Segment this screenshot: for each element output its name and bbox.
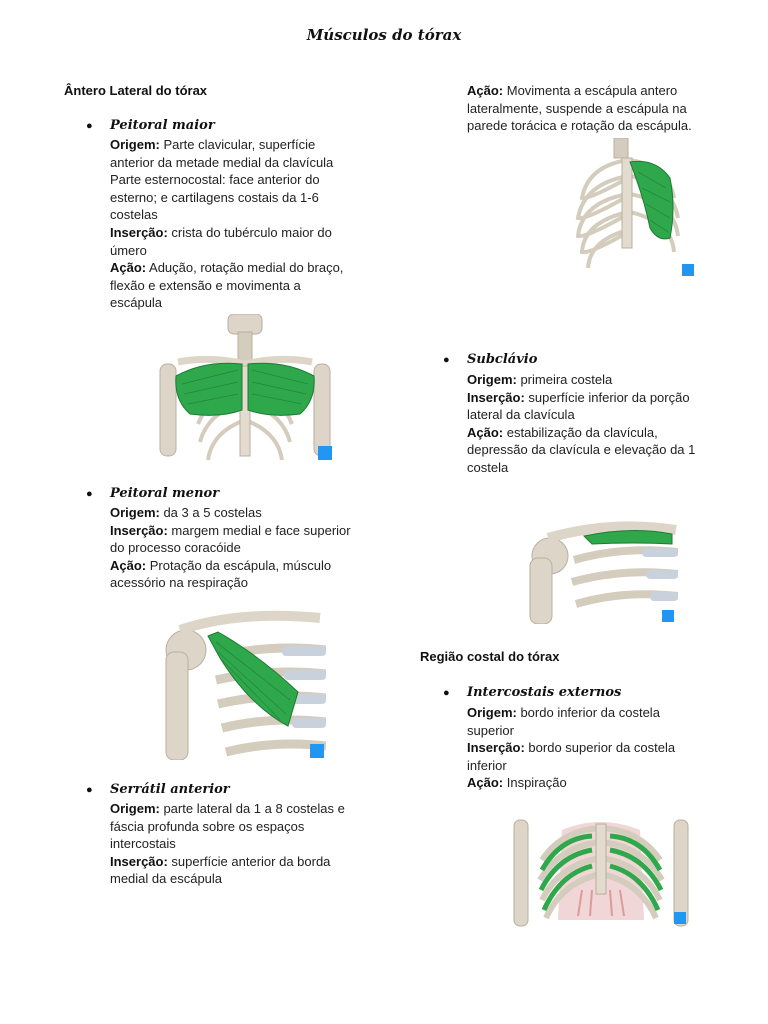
muscle-name-intercostals: Intercostais externos: [467, 685, 622, 700]
page-title: Músculos do tórax: [306, 26, 462, 44]
muscle-name-pec-minor: Peitoral menor: [110, 486, 220, 501]
subclavius-details: Origem: primeira costela Inserção: super…: [467, 372, 696, 475]
pec-minor-details: Origem: da 3 a 5 costelas Inserção: marg…: [110, 505, 351, 591]
bullet: ●: [443, 354, 450, 366]
serratus-action: Ação: Movimenta a escápula antero latera…: [467, 83, 692, 134]
bullet: ●: [443, 687, 450, 699]
bullet: ●: [86, 784, 93, 796]
serratus-illustration: [558, 138, 698, 278]
muscle-name-pec-major: Peitoral maior: [110, 118, 215, 133]
bullet: ●: [86, 488, 93, 500]
muscle-name-serratus: Serrátil anterior: [110, 782, 230, 797]
section-title-costal: Região costal do tórax: [420, 649, 560, 664]
pec-minor-illustration: [160, 596, 326, 760]
serratus-details: Origem: parte lateral da 1 a 8 costelas …: [110, 801, 345, 887]
pec-major-details: Origem: Parte clavicular, superfície ant…: [110, 137, 344, 311]
bullet: ●: [86, 120, 93, 132]
intercostals-illustration: [512, 810, 690, 928]
subclavius-illustration: [522, 484, 678, 624]
section-title-anterolateral: Ântero Lateral do tórax: [64, 83, 208, 98]
intercostals-details: Origem: bordo inferior da costela superi…: [467, 705, 676, 791]
pec-major-illustration: [150, 314, 340, 466]
muscle-name-subclavius: Subclávio: [467, 352, 538, 367]
